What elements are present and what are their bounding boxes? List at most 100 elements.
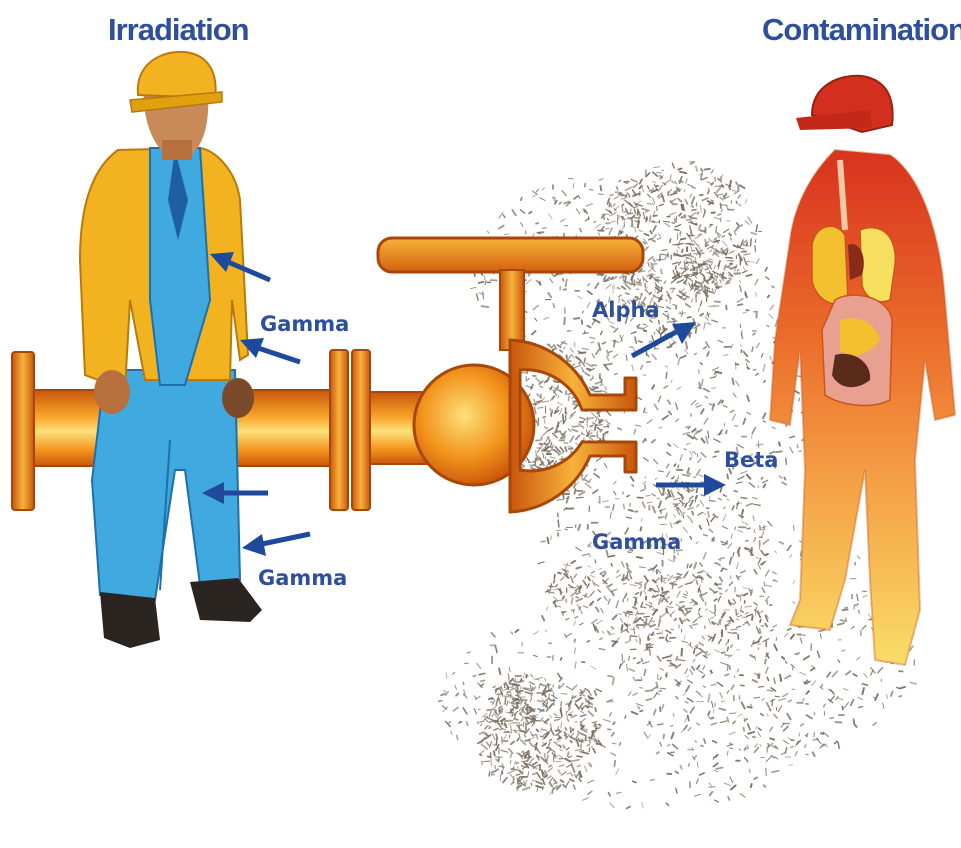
particle (700, 695, 703, 697)
particle (513, 685, 515, 686)
particle (572, 696, 573, 699)
particle (566, 728, 567, 730)
particle (549, 715, 551, 717)
particle (753, 333, 755, 335)
particle (594, 221, 596, 222)
particle (451, 731, 452, 735)
particle (657, 578, 659, 580)
particle (688, 728, 691, 731)
particle (733, 599, 736, 603)
particle (767, 601, 768, 604)
particle (495, 646, 497, 653)
particle (703, 666, 705, 669)
particle (652, 385, 654, 388)
particle (784, 478, 785, 480)
particle (569, 756, 572, 757)
particle (542, 770, 544, 776)
particle (487, 710, 493, 711)
irradiation-heading: Irradiation (108, 12, 249, 48)
particle (657, 498, 660, 499)
particle (701, 206, 702, 212)
particle (640, 490, 644, 491)
particle (626, 355, 627, 360)
particle (526, 280, 531, 285)
particle (592, 387, 598, 388)
particle (640, 280, 641, 282)
particle (758, 648, 759, 650)
particle (736, 609, 737, 614)
particle (545, 678, 546, 681)
particle (613, 615, 617, 619)
particle (662, 597, 664, 601)
particle (487, 718, 492, 720)
particle (763, 413, 765, 418)
particle (756, 444, 763, 445)
particle (562, 569, 568, 571)
particle (763, 364, 765, 371)
particle (695, 437, 697, 439)
particle (510, 754, 511, 758)
particle (737, 299, 743, 303)
particle (625, 613, 626, 616)
particle (744, 258, 746, 265)
particle (493, 686, 495, 687)
particle (631, 477, 634, 481)
particle (521, 702, 522, 705)
particle (533, 195, 536, 197)
particle (575, 648, 576, 654)
particle (736, 482, 742, 483)
particle (689, 501, 690, 503)
particle (534, 655, 538, 657)
particle (754, 538, 756, 542)
particle (716, 227, 717, 233)
particle (658, 724, 664, 725)
particle (638, 285, 641, 286)
particle (756, 343, 759, 348)
particle (875, 694, 878, 700)
particle (708, 188, 709, 191)
particle (596, 739, 598, 743)
particle (701, 495, 704, 496)
particle (719, 499, 721, 500)
particle (722, 273, 723, 276)
particle (708, 512, 709, 517)
particle (666, 514, 667, 519)
particle (696, 328, 697, 333)
particle (633, 677, 635, 681)
particle (572, 598, 573, 604)
particle (715, 218, 721, 220)
particle (653, 580, 656, 582)
alpha-label: Alpha (592, 298, 660, 322)
particle (854, 719, 855, 724)
particle (601, 186, 602, 190)
particle (575, 749, 581, 750)
particle (730, 777, 733, 783)
particle (653, 596, 654, 598)
particle (593, 749, 595, 753)
particle (672, 493, 674, 498)
particle (697, 470, 700, 475)
particle (534, 631, 539, 634)
particle (770, 356, 771, 360)
particle (680, 312, 682, 317)
particle (613, 286, 614, 293)
particle (559, 409, 562, 415)
particle (478, 709, 480, 710)
particle (555, 717, 562, 718)
particle (661, 595, 664, 596)
particle (718, 596, 720, 601)
particle (625, 200, 630, 204)
particle (823, 732, 828, 736)
particle (574, 365, 581, 367)
particle (596, 457, 602, 461)
particle (560, 750, 562, 751)
particle (643, 482, 646, 484)
particle (575, 617, 577, 618)
particle (642, 188, 644, 193)
particle (581, 611, 582, 614)
particle (617, 187, 618, 190)
particle (577, 586, 581, 587)
particle (619, 230, 620, 235)
particle (677, 295, 681, 297)
particle (543, 705, 544, 707)
